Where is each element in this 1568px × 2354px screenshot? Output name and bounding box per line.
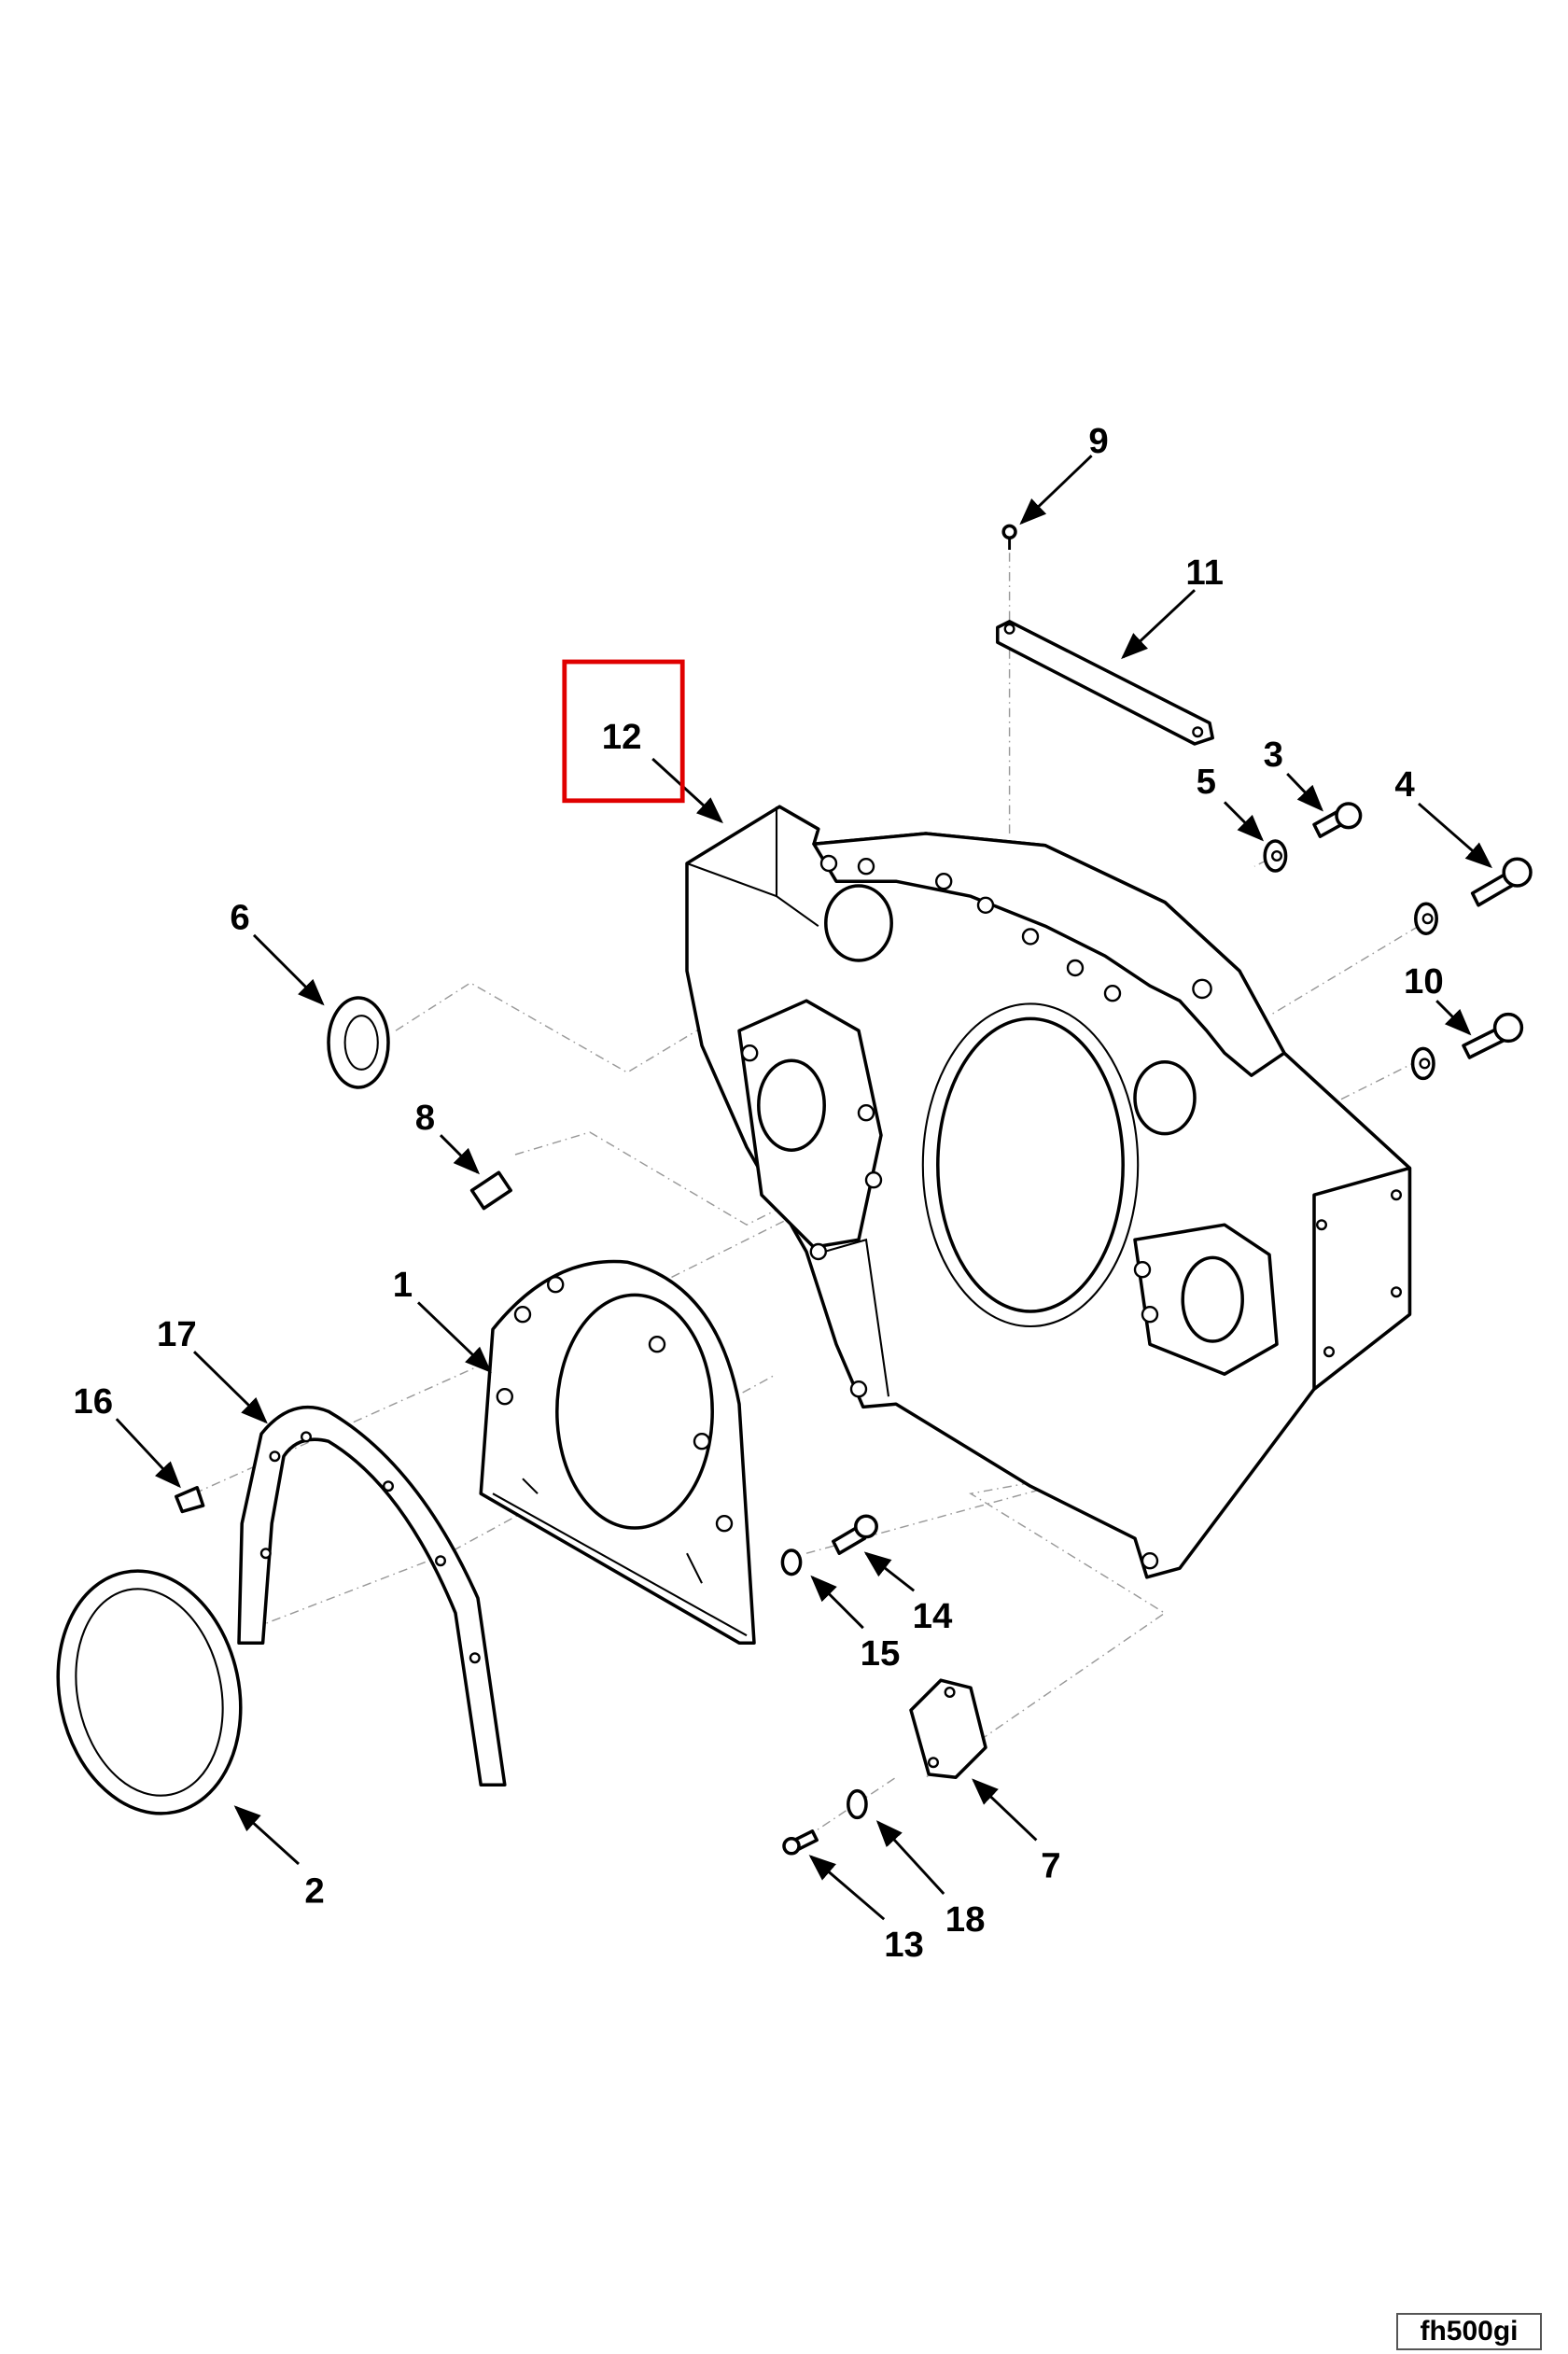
callout-2[interactable]: 2 [304, 1871, 324, 1912]
callout-1[interactable]: 1 [393, 1265, 413, 1305]
capscrew-part-3[interactable] [1312, 802, 1363, 838]
callout-11[interactable]: 11 [1185, 553, 1224, 593]
callout-7[interactable]: 7 [1041, 1845, 1060, 1885]
capscrew-part-14[interactable] [832, 1514, 878, 1555]
figure-id-label: fh500gi [1396, 2313, 1542, 2350]
capscrew-part-10[interactable] [1410, 1012, 1524, 1081]
callout-14[interactable]: 14 [913, 1596, 953, 1636]
gasket-part-17[interactable] [237, 1405, 507, 1787]
washer-part-15[interactable] [780, 1548, 803, 1576]
capscrew-part-13[interactable] [782, 1829, 819, 1856]
housing-bolt-holes [741, 854, 1402, 1570]
cover-part-7[interactable] [909, 1678, 987, 1779]
washer-part-18[interactable] [847, 1788, 868, 1820]
leader-arrows [115, 455, 1492, 1921]
dowel-part-16[interactable] [175, 1486, 205, 1514]
screw-part-9[interactable] [1001, 524, 1017, 551]
callout-labels: 1 2 3 4 5 6 7 8 9 10 11 12 13 14 15 16 1… [73, 421, 1443, 1965]
capscrew-part-4[interactable] [1414, 857, 1533, 935]
callout-10[interactable]: 10 [1404, 961, 1444, 1002]
seal-housing-part-1[interactable] [479, 1259, 756, 1645]
callout-9[interactable]: 9 [1088, 421, 1108, 461]
flywheel-housing-part-12[interactable] [685, 805, 1412, 1579]
callout-13[interactable]: 13 [884, 1925, 924, 1965]
callout-8[interactable]: 8 [415, 1098, 435, 1138]
callout-18[interactable]: 18 [945, 1899, 986, 1940]
rear-seal-part-2[interactable] [36, 1554, 262, 1831]
callout-17[interactable]: 17 [157, 1314, 197, 1354]
callout-15[interactable]: 15 [861, 1633, 901, 1674]
callout-12[interactable]: 12 [602, 717, 642, 757]
washer-part-5[interactable] [1263, 839, 1288, 873]
dowel-part-8[interactable] [469, 1170, 512, 1211]
cover-plate-part-11[interactable] [996, 620, 1214, 746]
callout-16[interactable]: 16 [73, 1381, 113, 1422]
callout-4[interactable]: 4 [1394, 764, 1415, 805]
seal-part-6[interactable] [327, 996, 390, 1089]
callout-5[interactable]: 5 [1197, 762, 1216, 802]
highlight-box-callout-12 [562, 659, 685, 804]
callout-3[interactable]: 3 [1264, 735, 1283, 775]
callout-6[interactable]: 6 [230, 897, 249, 937]
